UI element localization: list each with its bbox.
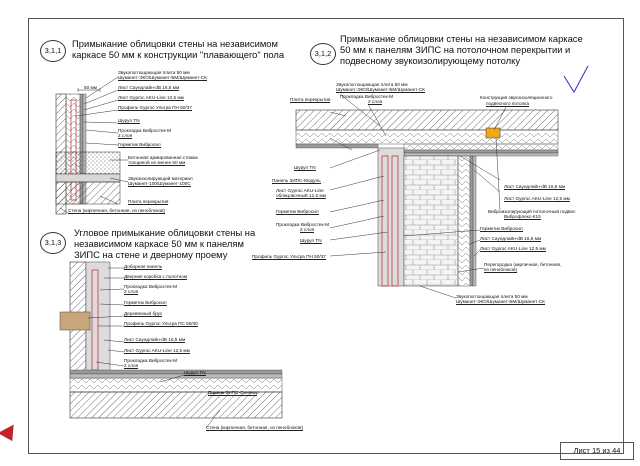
label-312-26: Шуманет-ЭКО/Шуманет-БМ/Шуманет-СК xyxy=(456,299,545,306)
label-312-4: 2 слоя xyxy=(368,99,383,106)
label-311-13: Плита перекрытия xyxy=(128,199,169,206)
label-311-1: Шуманет-ЭКО/Шуманет-БМ/Шуманет-СК xyxy=(118,75,207,82)
label-311-9: Бетонная армированная стяжка xyxy=(128,155,198,160)
label-312-2: Плита перекрытия xyxy=(290,97,331,104)
label-313-6: Профиль Gyproc Ультра ПС 50/40 xyxy=(124,321,198,328)
label-312-6: подвесного потолка xyxy=(486,101,530,108)
detail-311-title-2: каркасе 50 мм к конструкции "плавающего"… xyxy=(72,49,285,60)
label-312-18: Виброизолирующий потолочный подвес xyxy=(488,209,576,214)
detail-312-drawing xyxy=(295,93,559,299)
label-313-0: Доборная панель xyxy=(124,264,163,271)
ceiling-board-left xyxy=(295,143,379,149)
label-313-1: Дверная коробка с полотном xyxy=(124,274,188,281)
label-313-11: Шуруп TN xyxy=(184,370,206,377)
label-313-2: Прокладка Вибростек-М xyxy=(124,284,178,289)
detail-312-title-3: подвесному звукоизолирующему потолку xyxy=(340,55,521,66)
label-311-14: Стена (кирпичная, бетонная, из пеноблоко… xyxy=(68,208,166,215)
label-311-8: Герметик Вибросил xyxy=(118,142,161,149)
label-312-12: Прокладка Вибростек-М xyxy=(276,222,330,227)
floor-slab xyxy=(55,181,121,205)
label-313-7: Лист Саундлайн-dB 16,5 мм xyxy=(124,337,186,344)
detail-312-title-1: Примыкание облицовки стены на независимо… xyxy=(340,33,583,44)
label-311-10: толщиной не менее 60 мм xyxy=(128,160,186,167)
label-311-2: Лист Саундлайн-dB 16,5 мм xyxy=(118,85,180,92)
label-311-4: Профиль Gyproc Ультра ПН 50/37 xyxy=(118,105,192,112)
vibro-hanger xyxy=(485,127,501,139)
label-312-19: Виброфлекс-К15 xyxy=(504,214,541,221)
detail-311-badge: 3,1,1 xyxy=(40,40,66,62)
label-311-6: Прокладка Вибростек-М xyxy=(118,128,172,133)
detail-312-title-2: 50 мм к панелям ЗИПС на потолочном перек… xyxy=(340,44,571,55)
label-312-25: Звукопоглощающая плита 50 мм xyxy=(456,294,528,299)
label-312-13: 2 слоя xyxy=(300,227,315,234)
label-313-4: Герметик Вибросил xyxy=(124,300,167,307)
label-313-5: Деревянный брус xyxy=(124,311,163,318)
label-313-8: Лист Gyproc AKU-Line 12,5 мм xyxy=(124,348,190,355)
detail-313-badge: 3,1,3 xyxy=(40,232,66,254)
partition-wall xyxy=(403,155,459,287)
detail-313-title-1: Угловое примыкание облицовки стены на xyxy=(74,227,256,238)
label-311-7: 2 слоя xyxy=(118,133,133,140)
detail-313-title-2: независимом каркасе 50 мм к панелям xyxy=(74,238,244,249)
detail-312-badge: 3,1,2 xyxy=(310,43,336,65)
label-312-11: Герметик Вибросил xyxy=(276,209,319,216)
label-312-8: Панель ЗИПС-Модуль xyxy=(272,178,321,185)
label-312-9: Лист Gyproc AKU-Line xyxy=(276,188,324,193)
label-312-0: Звукопоглощающая плита 50 мм xyxy=(336,82,408,87)
label-311-12: Шуманет-100/Шуманет-100С xyxy=(128,181,191,188)
label-312-5: Конструкция звукоизоляционного xyxy=(480,95,553,100)
label-312-23: Перегородка (кирпичная, бетонная, xyxy=(484,262,562,267)
detail-313-title-3: ЗИПС на стене и дверному проему xyxy=(74,249,228,260)
label-312-1: Шуманет-ЭКО/Шуманет-БМ/Шуманет-СК xyxy=(336,87,425,94)
label-311-5: Шуруп TN xyxy=(118,118,140,125)
label-312-16: Лист Саундлайн-dB 16,5 мм xyxy=(504,184,566,191)
label-311-11: Звукоизолирующий материал xyxy=(128,176,193,181)
sheet-number-box: Лист 15 из 44 xyxy=(560,442,634,460)
label-312-14: Шуруп TN xyxy=(300,238,322,245)
label-312-7: Шуруп TN xyxy=(294,165,316,172)
label-312-21: Лист Саундлайн-dB 16,5 мм xyxy=(480,236,542,243)
zips-panel-ceiling xyxy=(295,129,559,145)
label-313-9: Прокладка Вибростек-М xyxy=(124,358,178,363)
label-312-20: Герметик Вибросил xyxy=(480,226,523,233)
label-312-10: облицовочный 12,5 мм xyxy=(276,193,326,200)
concrete-screed xyxy=(55,151,121,175)
label-312-17: Лист Gyproc AKU-Line 12,5 мм xyxy=(504,196,570,203)
label-313-10: 2 слоя xyxy=(124,363,139,370)
label-312-22: Лист Gyproc AKU-Line 12,5 мм xyxy=(480,246,546,253)
label-313-13: Стена (кирпичная, бетонная, из пеноблоко… xyxy=(206,425,304,432)
dim-label: 50 мм xyxy=(84,85,97,90)
label-313-3: 2 слоя xyxy=(124,289,139,296)
handwritten-check-mark xyxy=(563,65,589,94)
suspended-ceiling xyxy=(403,143,559,151)
label-312-3: Прокладка Вибростек-М xyxy=(340,94,394,99)
detail-311-drawing xyxy=(55,76,129,215)
label-312-24: из пеноблоков) xyxy=(484,267,518,274)
label-311-0: Звукопоглощающая плита 50 мм xyxy=(118,70,190,75)
label-313-12: Панель ЗИПС-Синема xyxy=(208,390,258,397)
detail-311-title-1: Примыкание облицовки стены на независимо… xyxy=(72,38,278,49)
ceiling-slab xyxy=(295,109,559,131)
label-311-3: Лист Gyproc AKU-Line 12,5 мм xyxy=(118,95,184,102)
wooden-beam xyxy=(59,311,91,331)
label-312-15: Профиль Gyproc Ультра ПН 50/37 xyxy=(252,254,326,261)
